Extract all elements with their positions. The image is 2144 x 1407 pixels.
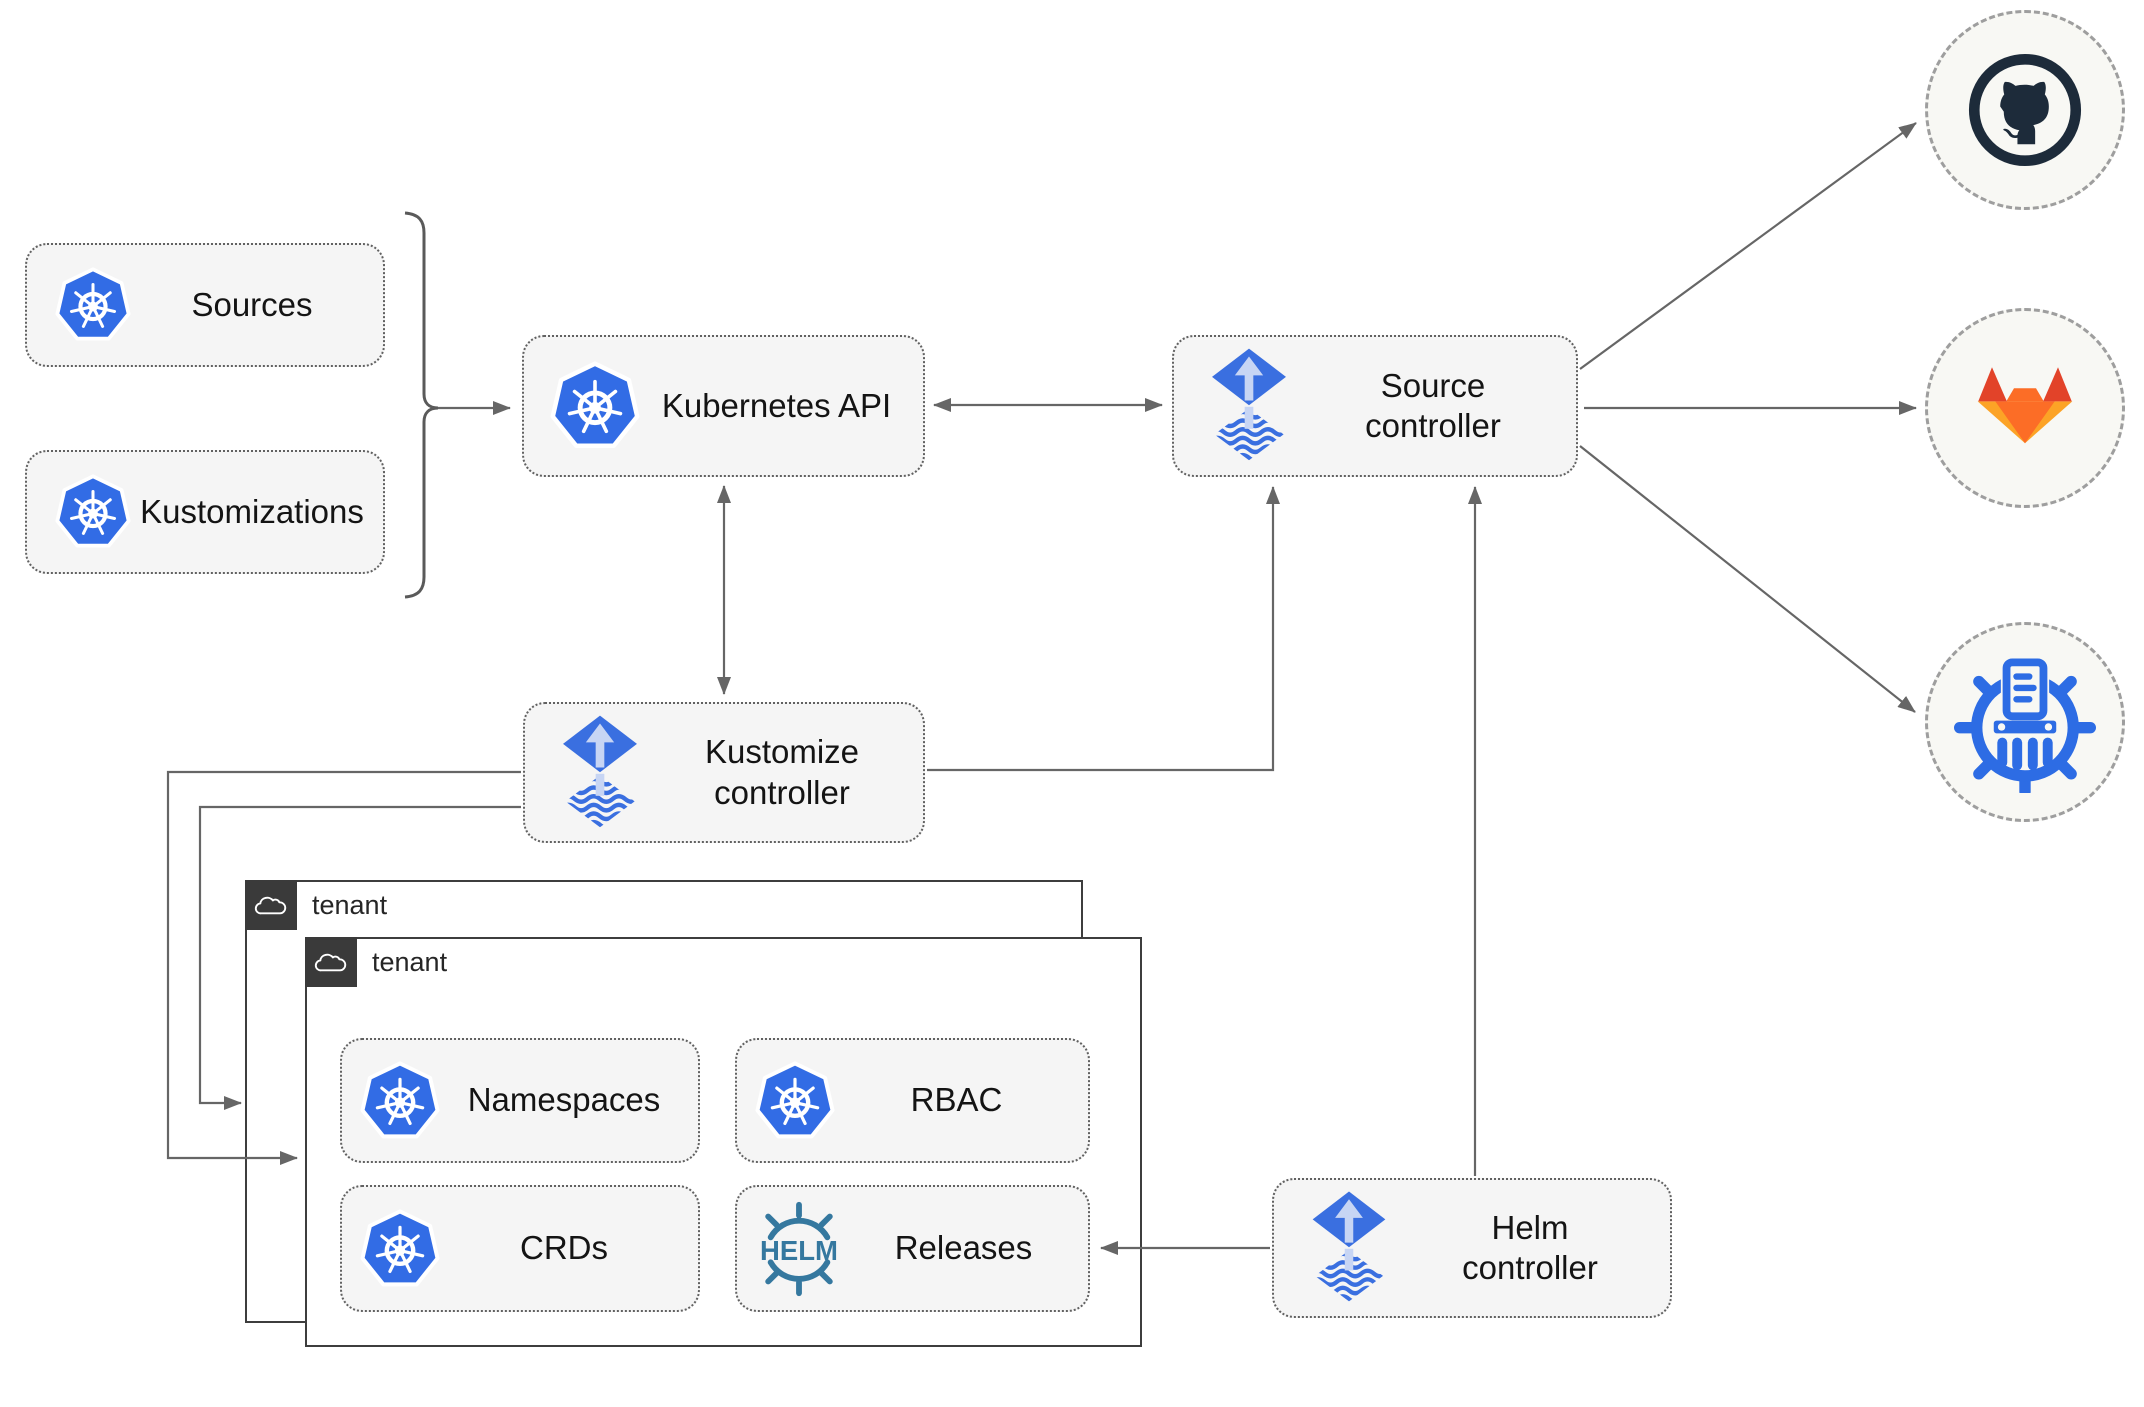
node-releases: HELM Releases	[735, 1185, 1090, 1312]
cloud-icon	[252, 891, 290, 919]
node-kustomizations-label: Kustomizations	[140, 492, 364, 530]
node-sources: Sources	[25, 243, 385, 367]
node-helm-controller-label: Helm controller	[1462, 1208, 1598, 1286]
cloud-icon	[312, 948, 350, 976]
chartmuseum-icon	[1954, 651, 2096, 793]
node-sources-label: Sources	[191, 285, 313, 323]
node-releases-label: Releases	[894, 1229, 1033, 1267]
kubernetes-icon	[550, 361, 640, 451]
flux-icon	[1308, 1190, 1390, 1306]
tenant-front-label: tenant	[372, 947, 448, 977]
node-rbac-label: RBAC	[910, 1081, 1003, 1119]
kubernetes-icon	[55, 474, 131, 550]
node-kubernetes-api-label: Kubernetes API	[661, 386, 892, 424]
helm-wordmark: HELM	[760, 1234, 838, 1265]
node-crds: CRDs	[340, 1185, 700, 1312]
node-namespaces-label: Namespaces	[467, 1081, 661, 1119]
tenant-front-tab	[305, 937, 357, 987]
gitlab-icon	[1970, 361, 2080, 455]
kubernetes-icon	[360, 1208, 440, 1289]
edge-kustomize-to-source-controller	[927, 486, 1280, 772]
github-target	[1925, 10, 2125, 210]
node-crds-label: CRDs	[520, 1229, 608, 1267]
kubernetes-icon	[360, 1060, 440, 1141]
gitlab-target	[1925, 308, 2125, 508]
edge-bracket	[404, 211, 439, 599]
flux-icon	[1208, 347, 1290, 465]
tenant-back-tab	[245, 880, 297, 930]
tenant-back-label: tenant	[312, 890, 388, 920]
github-icon	[1966, 51, 2084, 169]
node-source-controller-label: Source controller	[1365, 366, 1501, 444]
node-kubernetes-api: Kubernetes API	[522, 335, 925, 477]
node-source-controller: Source controller	[1172, 335, 1578, 477]
edge-source-to-github	[1579, 122, 1917, 370]
node-kustomize-controller-label: Kustomize controller	[704, 733, 860, 811]
chartmuseum-target	[1925, 622, 2125, 822]
node-kustomize-controller: Kustomize controller	[523, 702, 925, 843]
node-helm-controller: Helm controller	[1272, 1178, 1672, 1318]
helm-logo-icon: HELM	[749, 1195, 849, 1303]
node-namespaces: Namespaces	[340, 1038, 700, 1163]
kubernetes-icon	[55, 267, 131, 343]
flux-icon	[559, 714, 641, 832]
node-rbac: RBAC	[735, 1038, 1090, 1163]
kubernetes-icon	[755, 1060, 835, 1141]
node-kustomizations: Kustomizations	[25, 450, 385, 574]
edge-source-to-chartmuseum	[1579, 445, 1916, 713]
